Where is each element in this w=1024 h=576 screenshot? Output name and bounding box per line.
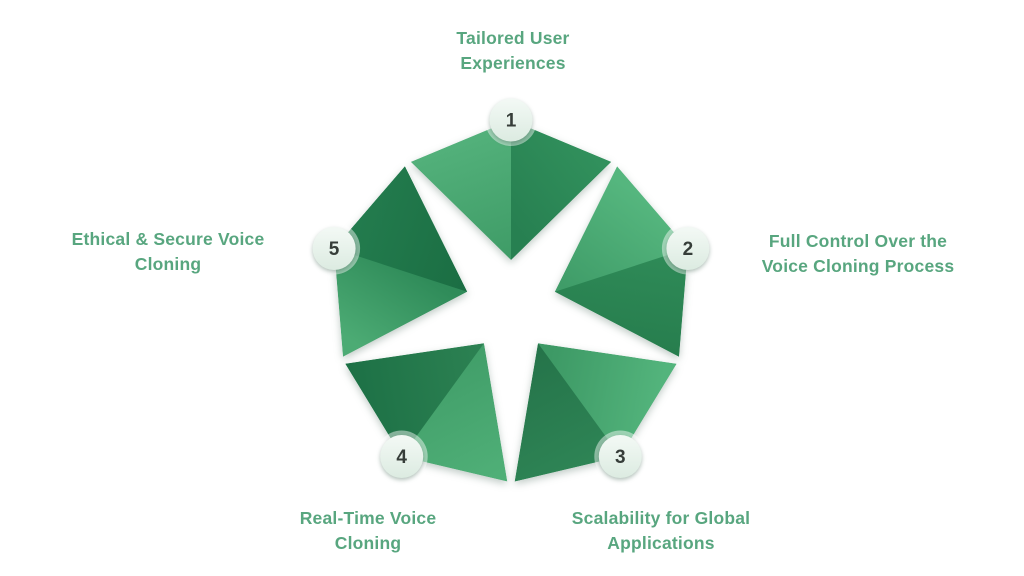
segment-2-label-line-2: Voice Cloning Process [761, 256, 955, 276]
badge-4-circle [380, 435, 424, 478]
segment-2-label-line-1: Full Control Over the [768, 231, 948, 251]
segment-5-label-line-1: Ethical & Secure Voice [71, 229, 265, 249]
badge-5: 5 [308, 222, 361, 275]
segment-4-label-line-1: Real-Time Voice [299, 508, 437, 528]
badge-5-circle [312, 227, 356, 270]
segment-kite-1 [410, 123, 612, 260]
segment-2-label: Full Control Over the Voice Cloning Proc… [762, 229, 955, 279]
segment-kite-5 [335, 166, 468, 357]
segment-kite-3 [514, 343, 677, 482]
segment-kite-4 [345, 343, 508, 482]
badge-3-number: 3 [615, 447, 626, 468]
badge-1: 1 [485, 94, 537, 146]
segment-3-label-line-1: Scalability for Global [571, 508, 751, 528]
segment-kite-2 [554, 166, 687, 357]
badge-1-number: 1 [506, 111, 517, 132]
badge-2-number: 2 [683, 239, 694, 260]
segment-5-label-line-2: Cloning [134, 254, 202, 274]
segment-3-label-line-2: Applications [607, 533, 715, 553]
badge-3-circle [598, 435, 642, 478]
badge-2-circle [666, 227, 710, 270]
badge-2: 2 [661, 222, 714, 275]
badge-5-number: 5 [329, 239, 340, 260]
segment-4-label-line-2: Cloning [334, 533, 402, 553]
segment-1-label-line-2: Experiences [460, 53, 566, 73]
badge-4-number: 4 [396, 447, 407, 468]
badge-4: 4 [375, 430, 428, 483]
badge-3: 3 [594, 430, 647, 483]
badge-1-circle [489, 98, 533, 142]
segment-4-label: Real-Time Voice Cloning [300, 506, 437, 556]
segment-1-label-line-1: Tailored User [456, 28, 570, 48]
segment-1-label: Tailored User Experiences [456, 26, 569, 76]
segment-5-label: Ethical & Secure Voice Cloning [72, 227, 265, 277]
segment-3-label: Scalability for Global Applications [572, 506, 750, 556]
